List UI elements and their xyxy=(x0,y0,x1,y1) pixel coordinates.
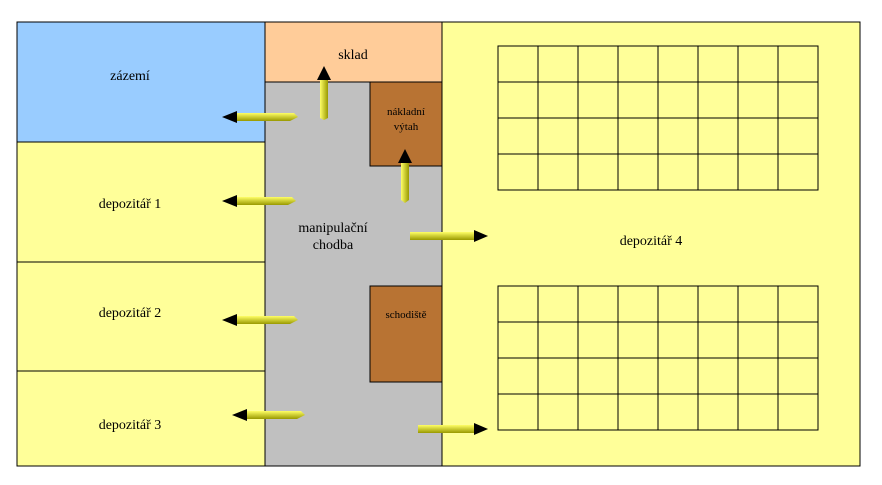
label-depozitar-4: depozitář 4 xyxy=(620,234,683,249)
arrow-to-depozitar-4-lower xyxy=(418,423,488,435)
room-sklad xyxy=(264,21,443,83)
room-zazemi xyxy=(16,21,266,143)
room-depozitar-4 xyxy=(441,21,861,467)
shelving-grid-top xyxy=(497,45,819,191)
arrow-to-depozitar-3 xyxy=(232,409,305,421)
label-depozitar-2: depozitář 2 xyxy=(99,306,162,321)
arrow-to-freight-elevator xyxy=(398,149,412,203)
label-chodba: chodba xyxy=(313,238,354,253)
label-depozitar-3: depozitář 3 xyxy=(99,418,162,433)
arrow-to-depozitar-2 xyxy=(222,314,298,326)
arrow-to-depozitar-1 xyxy=(222,195,296,207)
room-depozitar-1 xyxy=(16,141,266,263)
shelving-grid-bottom xyxy=(497,285,819,431)
label-schodiste: schodiště xyxy=(386,309,427,321)
room-staircase xyxy=(369,285,443,383)
label-vytah-1: nákladní xyxy=(387,106,425,118)
label-sklad: sklad xyxy=(338,48,368,63)
label-depozitar-1: depozitář 1 xyxy=(99,197,162,212)
arrow-to-depozitar-4-upper xyxy=(410,230,488,242)
room-depozitar-2 xyxy=(16,261,266,372)
label-zazemi: zázemí xyxy=(110,69,150,84)
shelf-cell xyxy=(777,393,819,431)
label-vytah-2: výtah xyxy=(394,121,419,133)
label-manipulacni: manipulační xyxy=(298,221,367,236)
room-depozitar-3 xyxy=(16,370,266,467)
arrow-to-sklad xyxy=(317,66,331,120)
shelf-cell xyxy=(777,153,819,191)
arrow-to-zazemi xyxy=(222,111,298,123)
